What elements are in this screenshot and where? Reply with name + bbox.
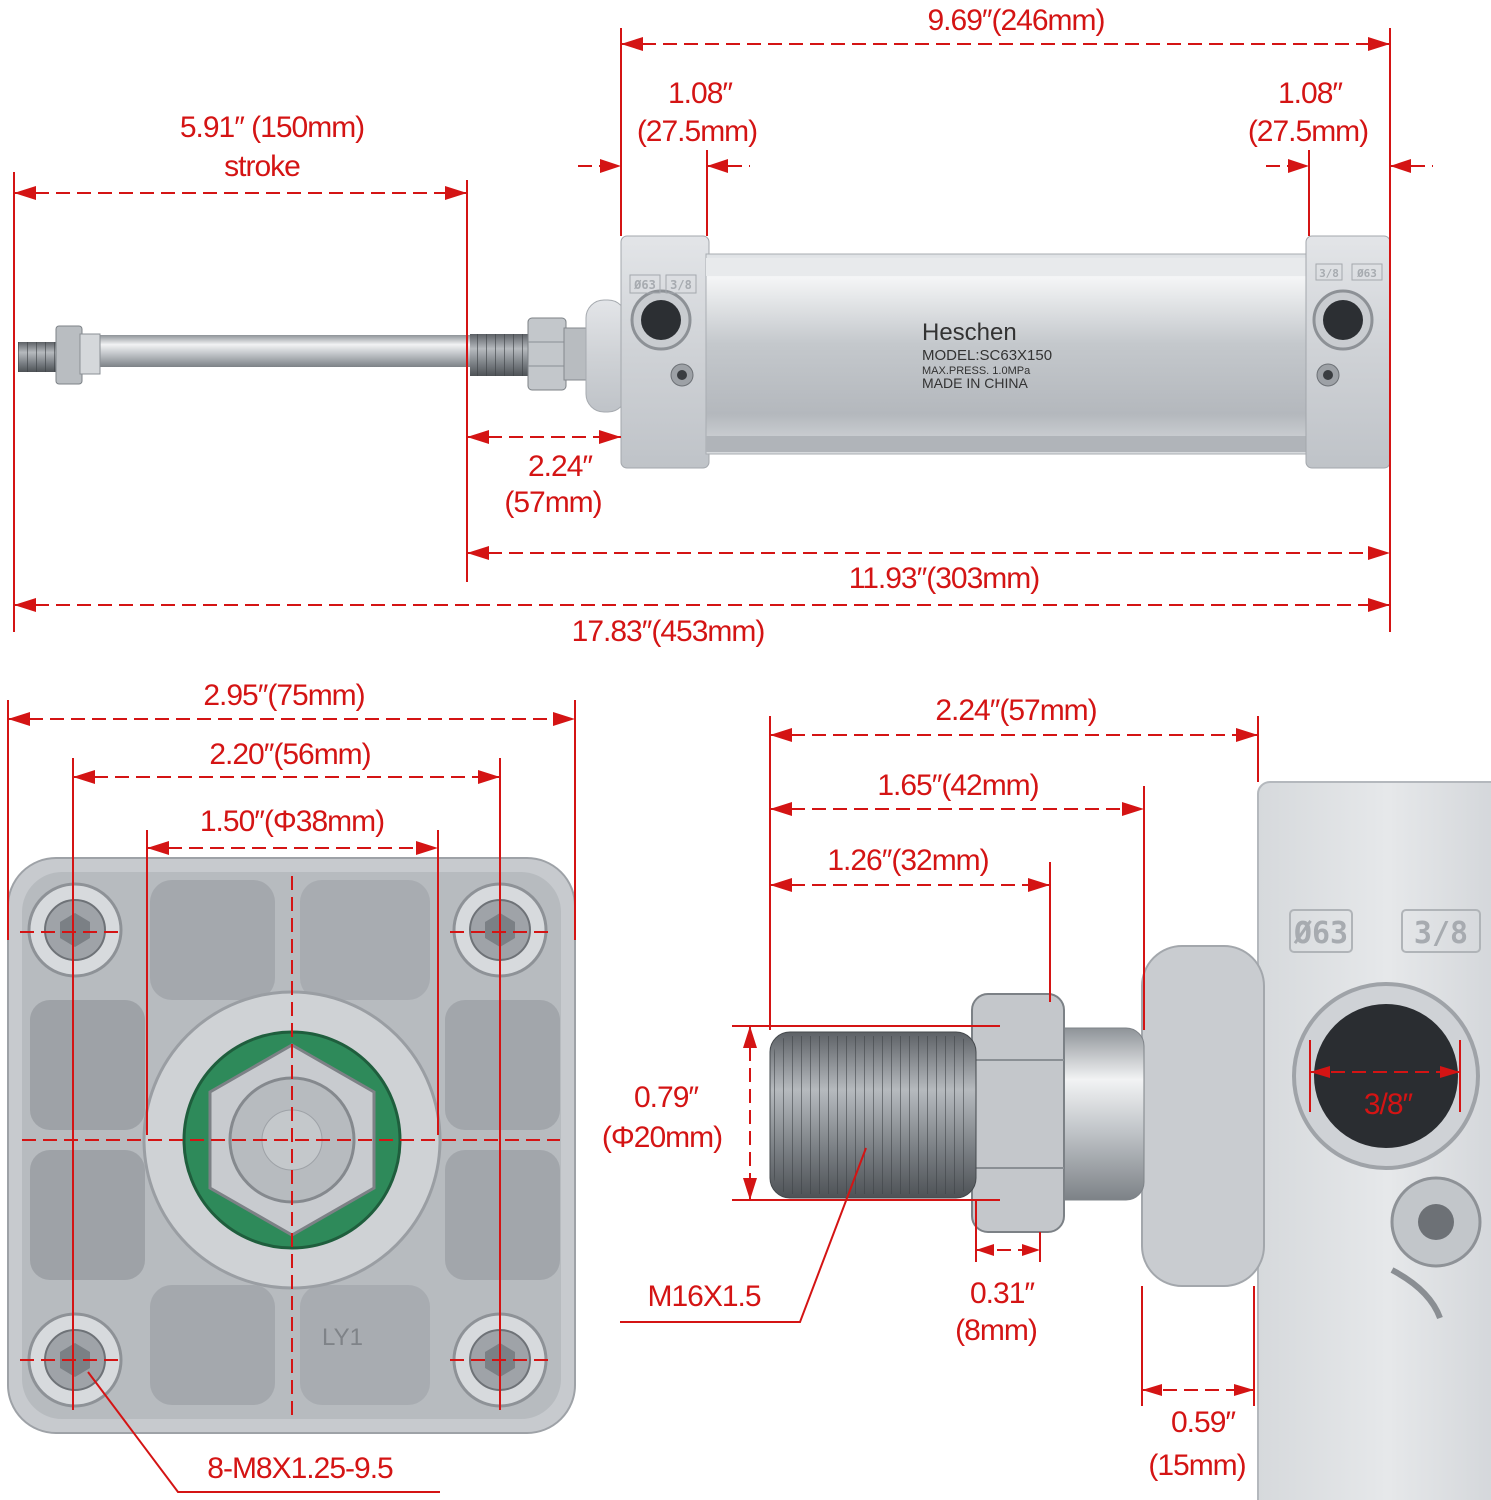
brand-label: Heschen (922, 319, 1017, 346)
front-cap-dim-line1: 1.08″ (668, 77, 733, 110)
mount-holes-label: 8-M8X1.25-9.5 (207, 1452, 393, 1485)
piston-rod (96, 335, 476, 367)
detail-boss (1141, 945, 1265, 1287)
port-size-label: 3/8″ (1364, 1088, 1414, 1121)
rod-dia-line1: 0.79″ (634, 1081, 699, 1114)
thread-length-label: 1.26″(32mm) (827, 844, 988, 877)
stroke-dim-line2: stroke (224, 150, 300, 183)
rod-dia-line2: (Φ20mm) (602, 1121, 722, 1154)
rear-port-stamp: 3/8 (1319, 267, 1339, 280)
rod-extension-dim-line2: (57mm) (504, 486, 601, 519)
origin-label: MADE IN CHINA (922, 375, 1028, 391)
cast-mark: LY1 (322, 1324, 363, 1351)
detail-bore-stamp: Ø63 (1293, 916, 1348, 951)
rear-bore-stamp: Ø63 (1356, 267, 1377, 280)
thread-to-boss-label: 1.65″(42mm) (877, 769, 1038, 802)
pressure-label: MAX.PRESS. 1.0MPa (922, 365, 1031, 377)
nut-width-line2: (8mm) (955, 1314, 1037, 1347)
rod-detail-dimensions: 2.24″(57mm) 1.65″(42mm) 1.26″(32mm) 0.79… (602, 694, 1461, 1482)
cylinder-barrel (705, 253, 1311, 455)
mount-bolt-top-left (27, 882, 123, 978)
model-label: MODEL:SC63X150 (922, 347, 1052, 364)
port-stamp: 3/8 (670, 278, 692, 292)
lock-nut (527, 317, 567, 391)
front-cap-dim-line2: (27.5mm) (637, 115, 757, 148)
side-view-cylinder: Ø63 3/8 3/8 Ø63 Heschen MODEL:SC63X150 M… (18, 235, 1391, 469)
rear-cap-dim-line1: 1.08″ (1278, 77, 1343, 110)
bore-stamp: Ø63 (633, 278, 656, 292)
front-boss (585, 299, 627, 413)
thread-spec-label: M16X1.5 (647, 1280, 760, 1313)
extended-length-label: 17.83″(453mm) (572, 615, 765, 648)
boss-length-line2: (15mm) (1148, 1449, 1245, 1482)
boss-length-line1: 0.59″ (1171, 1406, 1236, 1439)
rod-detail-view: Ø63 3/8 (769, 781, 1491, 1500)
boss-diameter-label: 1.50″(Φ38mm) (200, 805, 384, 838)
flange-width-label: 2.95″(75mm) (203, 679, 364, 712)
end-view-dimensions: 2.95″(75mm) 2.20″(56mm) 1.50″(Φ38mm) 8-M… (7, 679, 576, 1493)
front-end-cap (620, 235, 710, 469)
detail-port-stamp: 3/8 (1414, 916, 1468, 951)
rod-total-label: 2.24″(57mm) (935, 694, 1096, 727)
bolt-spacing-label: 2.20″(56mm) (209, 738, 370, 771)
retracted-length-label: 11.93″(303mm) (849, 562, 1039, 595)
nut-width-line1: 0.31″ (970, 1277, 1035, 1310)
detail-lock-nut (971, 993, 1065, 1233)
side-view-dimensions: 9.69″(246mm) 1.08″ (27.5mm) 1.08″ (27.5m… (13, 4, 1433, 648)
rod-extension-dim-line1: 2.24″ (528, 450, 593, 483)
stroke-dim-line1: 5.91″ (150mm) (180, 111, 364, 144)
overall-length-label: 9.69″(246mm) (927, 4, 1104, 37)
rear-cap-dim-line2: (27.5mm) (1248, 115, 1368, 148)
rod-end-nut (55, 325, 83, 385)
